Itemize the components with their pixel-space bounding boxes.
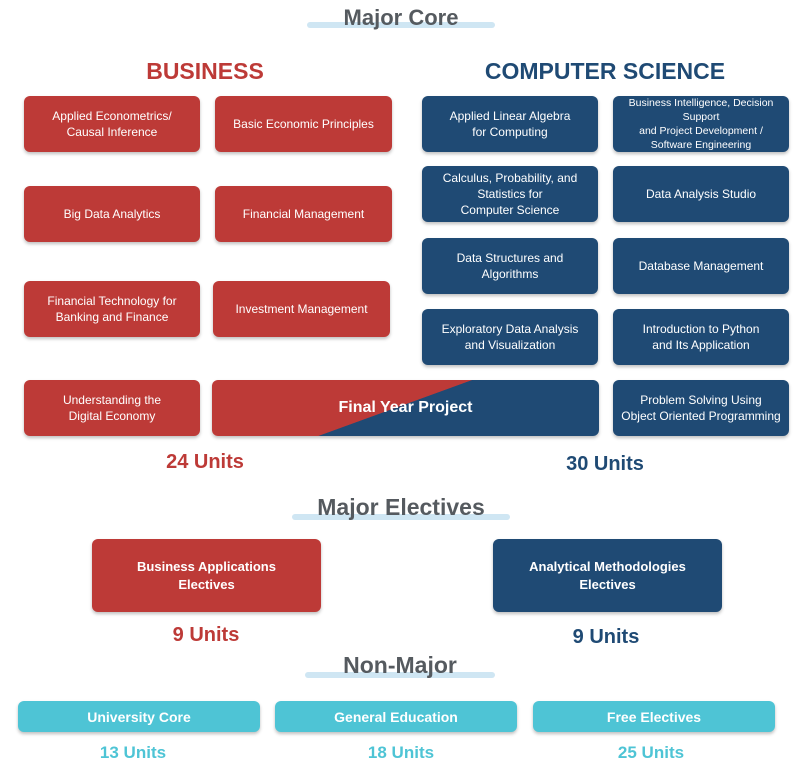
course-calculus-probability-statistics: Calculus, Probability, and Statistics fo…: [422, 166, 598, 222]
major-electives-title: Major Electives: [317, 494, 485, 520]
non-major-title: Non-Major: [343, 652, 457, 678]
course-big-data-analytics: Big Data Analytics: [24, 186, 200, 242]
free-electives-units: 25 Units: [617, 743, 685, 762]
course-understanding-digital-economy: Understanding the Digital Economy: [24, 380, 200, 436]
business-electives-units: 9 Units: [172, 624, 240, 646]
course-applied-linear-algebra: Applied Linear Algebra for Computing: [422, 96, 598, 152]
major-core-title: Major Core: [343, 5, 459, 30]
general-education-units: 18 Units: [367, 743, 435, 762]
business-core-units: 24 Units: [166, 451, 244, 473]
course-problem-solving-oop: Problem Solving Using Object Oriented Pr…: [613, 380, 789, 436]
course-exploratory-data-analysis: Exploratory Data Analysis and Visualizat…: [422, 309, 598, 365]
course-introduction-to-python: Introduction to Python and Its Applicati…: [613, 309, 789, 365]
business-heading: BUSINESS: [146, 58, 264, 84]
course-data-structures-algorithms: Data Structures and Algorithms: [422, 238, 598, 294]
non-major-title-bar: [305, 672, 495, 678]
major-core-title-bar: [307, 22, 495, 28]
course-financial-management: Financial Management: [215, 186, 392, 242]
business-applications-electives: Business Applications Electives: [92, 539, 321, 612]
computer-science-core-units: 30 Units: [566, 453, 644, 475]
general-education: General Education: [275, 701, 517, 732]
university-core-units: 13 Units: [99, 743, 167, 762]
computer-science-electives-units: 9 Units: [572, 626, 640, 648]
course-business-intelligence: Business Intelligence, Decision Support …: [613, 96, 789, 152]
course-applied-econometrics: Applied Econometrics/ Causal Inference: [24, 96, 200, 152]
course-data-analysis-studio: Data Analysis Studio: [613, 166, 789, 222]
free-electives: Free Electives: [533, 701, 775, 732]
course-database-management: Database Management: [613, 238, 789, 294]
university-core: University Core: [18, 701, 260, 732]
analytical-methodologies-electives: Analytical Methodologies Electives: [493, 539, 722, 612]
major-electives-title-bar: [292, 514, 510, 520]
course-basic-economic-principles: Basic Economic Principles: [215, 96, 392, 152]
course-investment-management: Investment Management: [213, 281, 390, 337]
course-financial-technology: Financial Technology for Banking and Fin…: [24, 281, 200, 337]
computer-science-heading: COMPUTER SCIENCE: [484, 58, 726, 84]
final-year-project: Final Year Project: [212, 380, 599, 436]
